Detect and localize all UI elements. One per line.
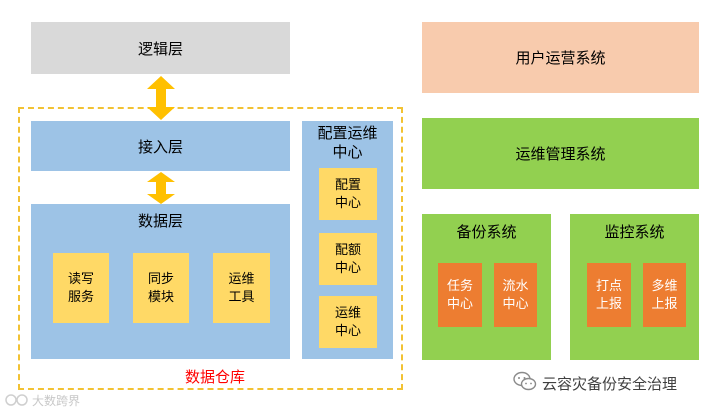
watermark-logo-icon bbox=[5, 394, 28, 406]
read-write-service: 读写 服务 bbox=[53, 253, 109, 323]
dot-report: 打点 上报 bbox=[587, 263, 631, 327]
user-ops-system: 用户运营系统 bbox=[422, 22, 699, 93]
ops-tools: 运维 工具 bbox=[213, 253, 270, 323]
data-layer-title: 数据层 bbox=[137, 213, 183, 230]
wechat-icon bbox=[513, 371, 537, 391]
double-arrow-icon bbox=[147, 172, 175, 204]
backup-system-title: 备份系统 bbox=[456, 224, 517, 241]
ops-management-system: 运维管理系统 bbox=[422, 118, 699, 189]
access-layer: 接入层 bbox=[31, 121, 290, 171]
sync-module: 同步 模块 bbox=[133, 253, 189, 323]
monitor-system-title: 监控系统 bbox=[604, 224, 665, 241]
config-center: 配置 中心 bbox=[319, 168, 377, 220]
watermark-bottom-right: 云容灾备份安全治理 bbox=[542, 376, 678, 393]
double-arrow-icon bbox=[147, 76, 175, 120]
quota-center: 配额 中心 bbox=[319, 233, 377, 285]
ops-center: 运维 中心 bbox=[319, 296, 377, 348]
logic-layer: 逻辑层 bbox=[31, 22, 290, 74]
data-warehouse-label: 数据仓库 bbox=[184, 369, 245, 386]
config-ops-center-title: 配置运维 中心 bbox=[317, 125, 378, 161]
task-center: 任务 中心 bbox=[438, 263, 482, 327]
flow-center: 流水 中心 bbox=[494, 263, 537, 327]
multidim-report: 多维 上报 bbox=[643, 263, 686, 327]
watermark-bottom-left: 大数跨界 bbox=[32, 394, 81, 408]
data-warehouse-border bbox=[18, 107, 403, 390]
